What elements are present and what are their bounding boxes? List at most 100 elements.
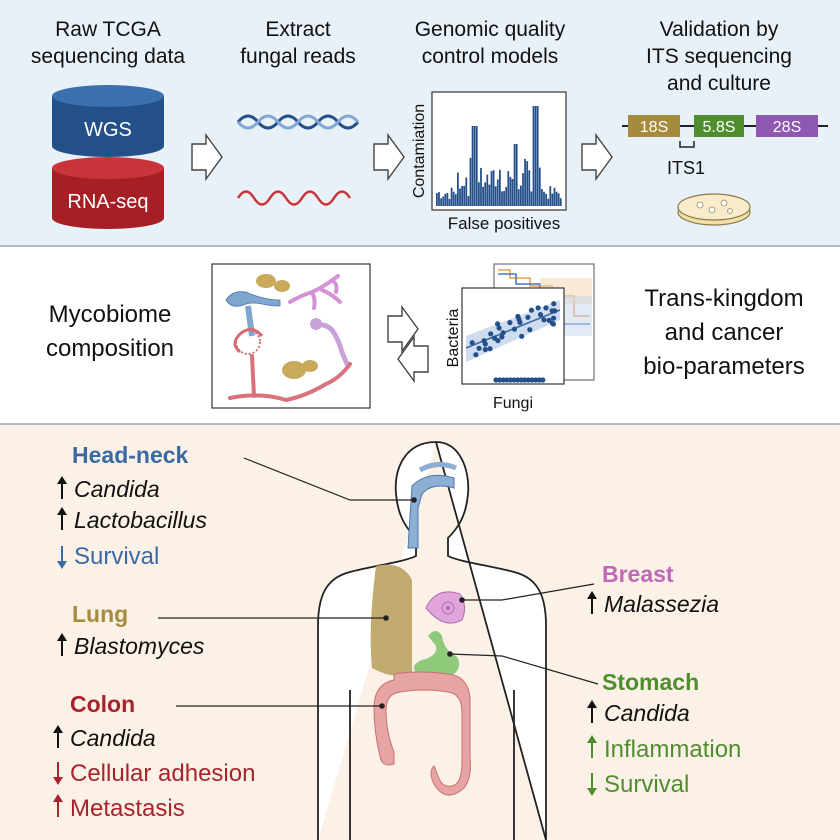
scatter-point — [535, 305, 541, 311]
histogram-bar — [515, 144, 518, 206]
scatter-point — [481, 338, 487, 344]
up-arrow-icon — [587, 700, 597, 723]
step4-title-line3: and culture — [667, 72, 771, 95]
scatter-point — [528, 307, 535, 313]
scatter-point — [500, 330, 506, 336]
step3-title-line1: Genomic quality — [415, 18, 566, 41]
transkingdom-title-line2: and cancer — [665, 319, 784, 346]
histogram-bar — [538, 167, 541, 206]
stomach-item-2: Inflammation — [604, 736, 741, 763]
histogram-bar — [444, 193, 447, 206]
breast-leader — [462, 583, 595, 601]
histogram-bar — [507, 171, 510, 206]
forward-arrow — [387, 304, 419, 354]
contamination-axis-label: Contamiation — [411, 104, 428, 198]
wgs-label: WGS — [84, 119, 132, 141]
up-arrow-icon — [587, 591, 597, 614]
headneck-leader — [243, 457, 414, 501]
flow-arrow-1 — [191, 132, 223, 182]
flow-arrow-2 — [373, 132, 405, 182]
transkingdom-title-line3: bio-parameters — [643, 353, 804, 380]
scatter-point — [533, 377, 539, 383]
histogram-bar — [513, 144, 516, 206]
histogram-bar — [559, 198, 562, 206]
backward-arrow — [397, 334, 429, 384]
scatter-point — [511, 377, 517, 383]
scatter-point — [543, 305, 549, 311]
histogram-bar — [549, 186, 552, 206]
step3-title-line2: control models — [422, 45, 559, 68]
stomach-item-1: Candida — [604, 700, 690, 726]
scatter-point — [552, 308, 558, 314]
histogram-bar — [448, 198, 451, 206]
scatter-point — [473, 352, 479, 358]
scatter-point — [491, 335, 498, 341]
scatter-point — [541, 317, 547, 323]
histogram-bar — [471, 126, 474, 206]
false-positives-axis-label: False positives — [448, 214, 560, 233]
headneck-item-3: Survival — [74, 543, 159, 570]
histogram-bar — [509, 176, 512, 206]
histogram-bar — [482, 186, 484, 206]
up-arrow-icon — [53, 725, 63, 748]
histogram-bar — [459, 188, 461, 206]
mycobiome-title-line1: Mycobiome — [49, 301, 172, 328]
contamination-histogram — [436, 106, 562, 206]
scatter-point — [546, 317, 552, 323]
histogram-bar — [496, 179, 499, 206]
scatter-point — [497, 377, 503, 383]
wgs-database-icon — [52, 85, 164, 157]
histogram-bar — [436, 193, 438, 206]
segment-18s — [628, 115, 680, 137]
up-arrow-icon — [57, 476, 67, 499]
scatter-point — [488, 331, 494, 337]
petri-dish-icon — [677, 193, 751, 226]
scatter-point — [499, 334, 505, 340]
scatter-point — [517, 319, 523, 325]
fungi-axis-label: Fungi — [493, 395, 533, 412]
head-neck-organ — [407, 462, 458, 549]
histogram-bar — [543, 191, 545, 206]
histogram-bar — [452, 191, 455, 206]
step2-title-line2: fungal reads — [240, 45, 356, 68]
scatter-point — [500, 377, 506, 383]
headneck-item-1: Candida — [74, 476, 160, 502]
histogram-bar — [469, 157, 472, 206]
headneck-item-2: Lactobacillus — [74, 507, 207, 533]
histogram-bar — [463, 185, 466, 206]
histogram-bar — [555, 191, 558, 206]
colon-item-1: Candida — [70, 725, 156, 751]
step1-title-line2: sequencing data — [31, 45, 185, 68]
scatter-point — [525, 377, 532, 383]
flow-arrow-3 — [581, 132, 613, 182]
histogram-bar — [511, 179, 514, 206]
its1-label: ITS1 — [667, 158, 705, 178]
scatter-point — [504, 377, 510, 383]
headneck-title: Head-neck — [72, 442, 189, 468]
lung-item-1: Blastomyces — [74, 633, 205, 659]
scatter-point — [551, 315, 557, 321]
scatter-point — [525, 314, 531, 320]
scatter-points — [469, 301, 558, 383]
histogram-bar — [446, 192, 449, 206]
down-arrow-icon — [57, 546, 67, 569]
segment-28s — [756, 115, 818, 137]
scatter-point — [476, 345, 482, 351]
segment-28s-label: 28S — [773, 119, 801, 136]
histogram-bar — [454, 194, 457, 206]
scatter-point — [518, 377, 524, 383]
histogram-bar — [501, 191, 503, 206]
histogram-bar — [553, 187, 556, 206]
histogram-bar — [488, 184, 491, 206]
breast-item-1: Malassezia — [604, 591, 719, 617]
scatter-point — [493, 377, 499, 383]
up-arrow-icon — [587, 735, 597, 758]
step2-title-line1: Extract — [265, 18, 331, 41]
histogram-bar — [494, 186, 497, 206]
rna-strand-icon — [236, 190, 352, 206]
scatter-point — [550, 321, 557, 327]
lung-organ — [370, 564, 412, 676]
mycobiome-title-line2: composition — [46, 335, 174, 362]
